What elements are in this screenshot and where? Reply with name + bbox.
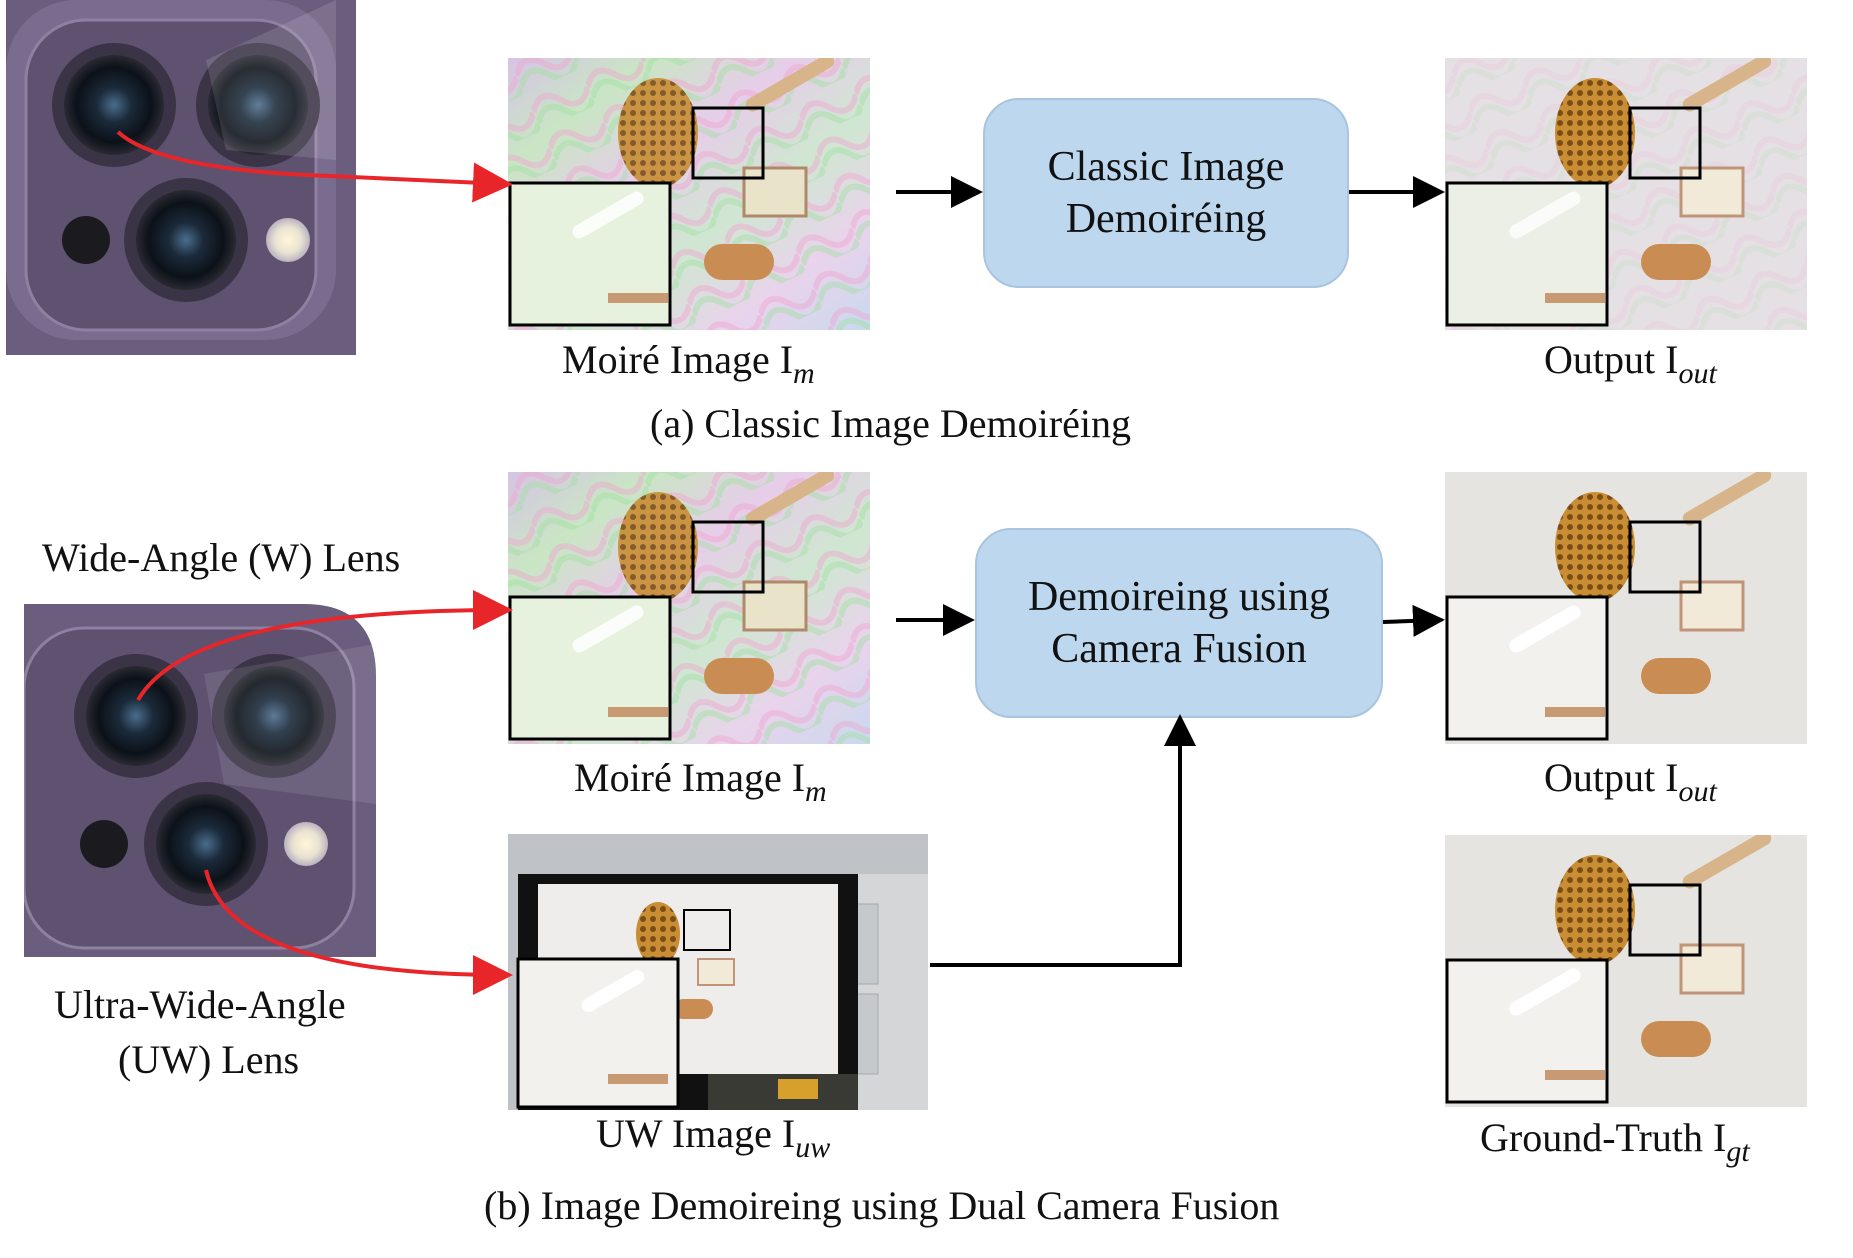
classic-box-line2: Demoiréing <box>1065 196 1267 242</box>
uw-lens-label-line2: (UW) Lens <box>118 1037 300 1082</box>
fusion-box-line2: Camera Fusion <box>1051 626 1307 672</box>
camera-fusion-box: Demoireing using Camera Fusion <box>975 528 1383 718</box>
caption-a: (a) Classic Image Demoiréing <box>650 401 1131 446</box>
caption-b: (b) Image Demoireing using Dual Camera F… <box>484 1183 1280 1228</box>
red-arrow-w <box>136 590 513 702</box>
classic-demoireing-box: Classic Image Demoiréing <box>983 98 1349 288</box>
output-image-a <box>1445 58 1807 330</box>
ground-truth-label: Ground-Truth Igt <box>1480 1115 1750 1168</box>
classic-box-line1: Classic Image <box>1047 143 1285 190</box>
moire-label-b: Moiré Image Im <box>574 755 827 808</box>
black-arrow-uw <box>930 714 1196 967</box>
phone-camera-photo-a <box>6 0 356 355</box>
red-arrow-a <box>116 130 513 203</box>
output-image-b <box>1445 472 1807 744</box>
fusion-box-line1: Demoireing using <box>1027 573 1331 620</box>
output-label-a: Output Iout <box>1544 337 1717 390</box>
uw-lens-label-line1: Ultra-Wide-Angle <box>54 982 346 1027</box>
wide-angle-lens-label: Wide-Angle (W) Lens <box>42 535 401 580</box>
phone-camera-photo-b <box>24 604 376 957</box>
moire-image-a <box>508 58 870 330</box>
ground-truth-image <box>1445 835 1807 1107</box>
moire-label-a: Moiré Image Im <box>562 337 815 390</box>
black-arrow-b2 <box>1382 604 1445 637</box>
red-arrow-uw <box>204 869 513 995</box>
moire-image-b <box>508 472 870 744</box>
uw-image-label: UW Image Iuw <box>596 1111 831 1164</box>
output-label-b: Output Iout <box>1544 755 1717 808</box>
uw-image <box>508 834 928 1110</box>
